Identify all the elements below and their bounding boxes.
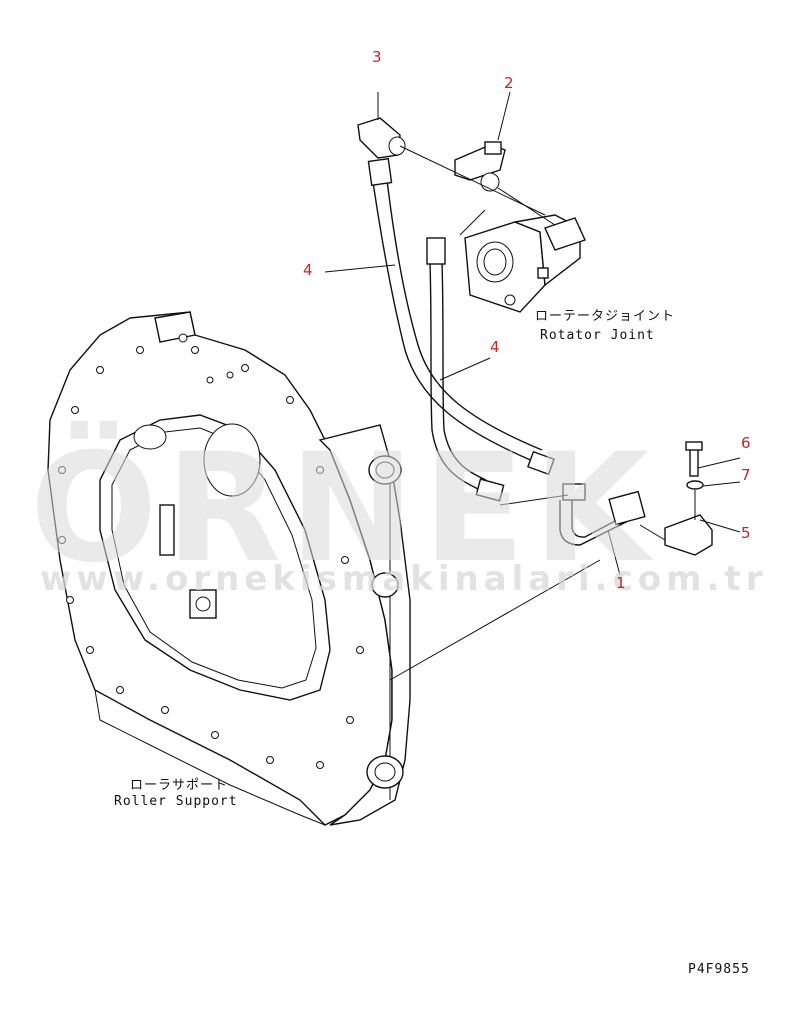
callout-6: 6: [741, 434, 751, 452]
callout-5: 5: [741, 524, 751, 542]
callout-2: 2: [504, 74, 514, 92]
callouts: 1 2 3 4 4 5 6 7: [303, 48, 751, 592]
callout-7: 7: [741, 466, 751, 484]
rotator-joint-label-en: Rotator Joint: [540, 328, 655, 343]
part-labels: ローテータジョイント Rotator Joint ローラサポート Roller …: [114, 309, 750, 977]
drawing-code: P4F9855: [688, 962, 750, 977]
watermark: ÖRNEK www.ornekismakinalari.com.tr: [30, 420, 767, 599]
watermark-url: www.ornekismakinalari.com.tr: [40, 559, 767, 599]
rotator-joint-label-jp: ローテータジョイント: [535, 309, 675, 324]
callout-4-left: 4: [303, 261, 313, 279]
hose-drawing: [367, 157, 555, 502]
watermark-brand: ÖRNEK: [30, 420, 657, 596]
roller-support-drawing: [47, 311, 411, 826]
callout-1: 1: [616, 574, 626, 592]
callout-4-right: 4: [490, 338, 500, 356]
rotator-joint-drawing: [464, 214, 586, 313]
pipe-and-clamp-drawing: [499, 441, 713, 556]
roller-support-label-jp: ローラサポート: [130, 778, 228, 793]
callout-3: 3: [372, 48, 382, 66]
leader-lines: [324, 91, 741, 681]
roller-support-label-en: Roller Support: [114, 794, 238, 809]
elbow-fittings-drawing: [357, 117, 556, 226]
